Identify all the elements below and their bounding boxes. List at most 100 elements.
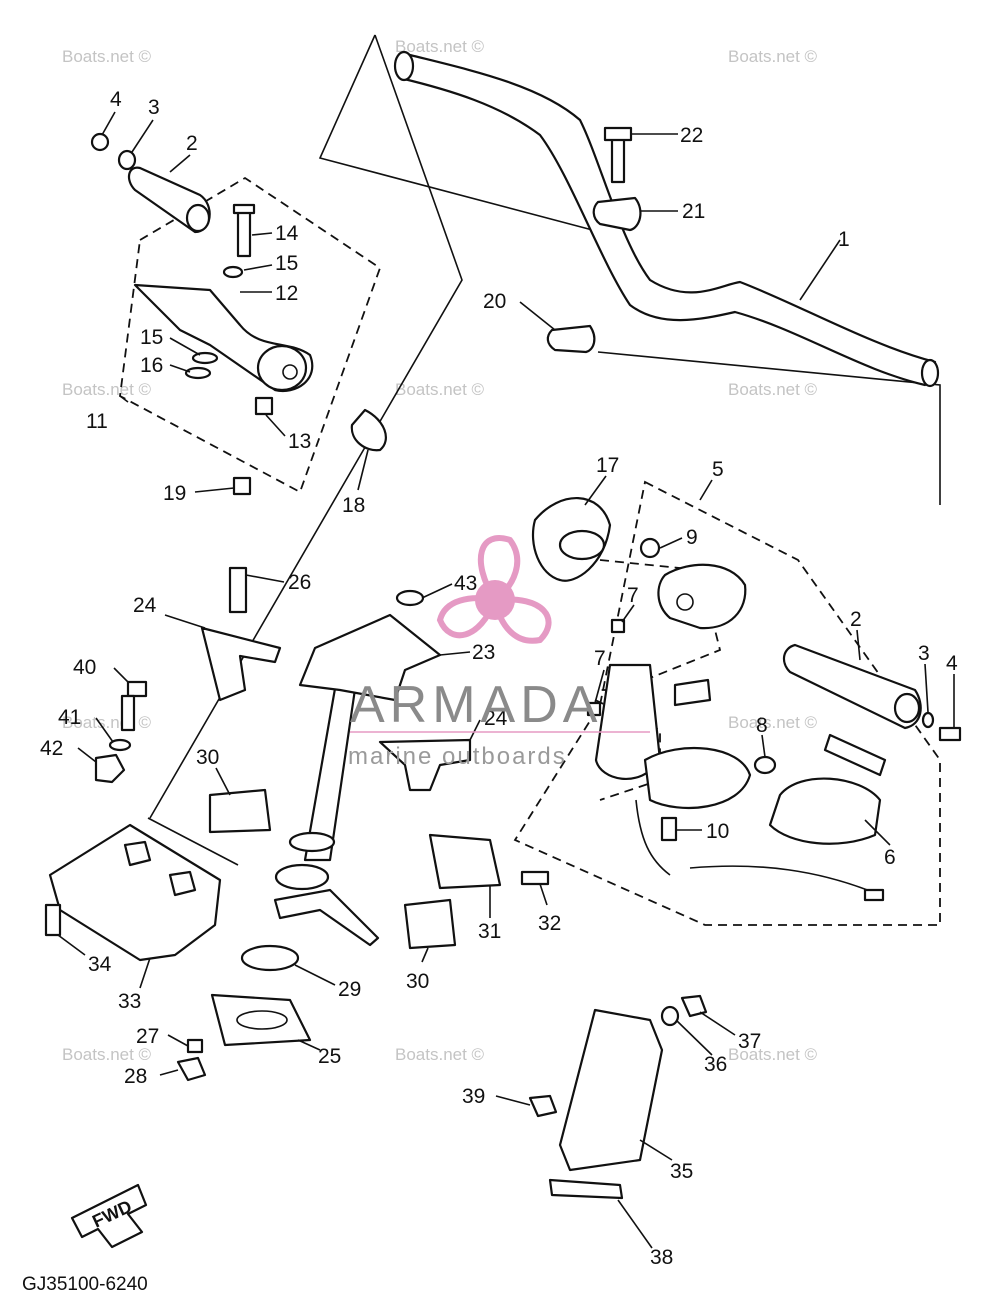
switch-assembly-outline xyxy=(119,176,382,494)
screw xyxy=(44,903,62,937)
cable-bracket xyxy=(673,678,712,707)
column-right-edge xyxy=(597,351,941,505)
screw xyxy=(232,476,252,496)
nut xyxy=(123,840,152,867)
screw xyxy=(610,618,626,634)
callout-13: 13 xyxy=(288,430,311,453)
column-bushing xyxy=(288,831,336,853)
watermark-text: Boats.net © xyxy=(728,713,818,732)
site-watermarks: Boats.net © Boats.net © Boats.net © Boat… xyxy=(62,37,818,1064)
watermark-text: Boats.net © xyxy=(395,380,485,399)
column-lower-arm xyxy=(273,888,380,947)
callout-10: 10 xyxy=(706,820,729,843)
throttle-inner-outline xyxy=(599,559,722,691)
callout-2: 2 xyxy=(850,608,862,631)
nut xyxy=(94,753,126,784)
spring xyxy=(753,755,777,775)
callout-40: 40 xyxy=(73,656,96,679)
handlebar xyxy=(398,53,937,387)
callout-36: 36 xyxy=(704,1053,727,1076)
throttle-parts xyxy=(531,497,962,902)
nut xyxy=(168,870,197,897)
lower-clamp xyxy=(546,324,596,354)
callout-35: 35 xyxy=(670,1160,693,1183)
callout-5: 5 xyxy=(712,458,724,481)
collar xyxy=(350,408,387,452)
clamp-bolt-head xyxy=(603,126,633,142)
column-top-edge xyxy=(318,34,601,233)
watermark-text: Boats.net © xyxy=(62,1045,152,1064)
handlebar-clamp-parts xyxy=(546,126,642,354)
nut xyxy=(90,132,110,152)
callout-30: 30 xyxy=(406,970,429,993)
gasket-hole xyxy=(236,1010,288,1030)
callout-18: 18 xyxy=(342,494,365,517)
grip-end xyxy=(185,203,211,233)
grip-end xyxy=(893,692,921,724)
nut xyxy=(528,1094,558,1118)
callout-numbers: 4 3 2 14 15 12 15 16 11 13 18 19 22 21 1… xyxy=(40,88,958,1269)
callout-31: 31 xyxy=(478,920,501,943)
callout-22: 22 xyxy=(680,124,703,147)
callout-30: 30 xyxy=(196,746,219,769)
callout-4: 4 xyxy=(946,652,958,675)
callout-32: 32 xyxy=(538,912,561,935)
support-bracket xyxy=(558,1008,664,1172)
hose-clamp xyxy=(240,944,300,972)
watermark-text: Boats.net © xyxy=(62,380,152,399)
end-bolt xyxy=(938,726,962,742)
callout-8: 8 xyxy=(756,714,768,737)
armada-watermark: ARMADA marine outboards xyxy=(348,535,650,770)
handlebar-end xyxy=(920,358,940,388)
clip xyxy=(184,366,212,380)
callout-7: 7 xyxy=(594,647,606,670)
clamp-bolt xyxy=(610,136,626,184)
leader-lines xyxy=(57,111,955,1249)
nut xyxy=(680,994,708,1018)
propeller-logo-icon xyxy=(436,535,552,644)
column-cover xyxy=(48,823,222,962)
watermark-text: Boats.net © xyxy=(728,1045,818,1064)
callout-38: 38 xyxy=(650,1246,673,1269)
callout-41: 41 xyxy=(58,706,81,729)
clamp-block xyxy=(403,898,457,950)
throttle-housing xyxy=(657,563,747,630)
clamp-band xyxy=(428,833,502,890)
watermark-text: Boats.net © xyxy=(395,1045,485,1064)
watermark-text: Boats.net © xyxy=(395,37,485,56)
screw xyxy=(586,701,602,717)
callout-2: 2 xyxy=(186,132,198,155)
clamp-block xyxy=(208,788,272,834)
throttle-lever-cover xyxy=(768,777,882,845)
callout-24: 24 xyxy=(484,707,508,730)
watermark-text: Boats.net © xyxy=(728,47,818,66)
column-brackets xyxy=(44,566,550,1082)
callout-12: 12 xyxy=(275,282,298,305)
switch-knob-hole xyxy=(282,364,298,380)
column-base-edge xyxy=(147,817,239,866)
cover-opening xyxy=(558,529,606,561)
lower-bracket xyxy=(378,738,472,792)
steering-column-outline xyxy=(147,34,941,866)
callout-15: 15 xyxy=(275,252,298,275)
propeller-blade xyxy=(491,596,552,644)
callout-15: 15 xyxy=(140,326,163,349)
callout-16: 16 xyxy=(140,354,163,377)
washer xyxy=(395,589,425,607)
callout-23: 23 xyxy=(472,641,495,664)
column-bushing xyxy=(274,863,330,891)
cable-connector xyxy=(863,888,885,902)
nut xyxy=(176,1056,207,1082)
switch-knob xyxy=(256,344,308,392)
callout-4: 4 xyxy=(110,88,122,111)
bolt xyxy=(520,870,550,886)
fwd-arrow-icon xyxy=(70,1183,148,1249)
bolt-head xyxy=(126,680,148,698)
screw xyxy=(660,816,678,842)
upper-clamp xyxy=(592,196,642,232)
callout-24: 24 xyxy=(133,594,157,617)
propeller-blade xyxy=(436,595,500,639)
washer xyxy=(660,1005,680,1027)
washer xyxy=(921,711,935,729)
